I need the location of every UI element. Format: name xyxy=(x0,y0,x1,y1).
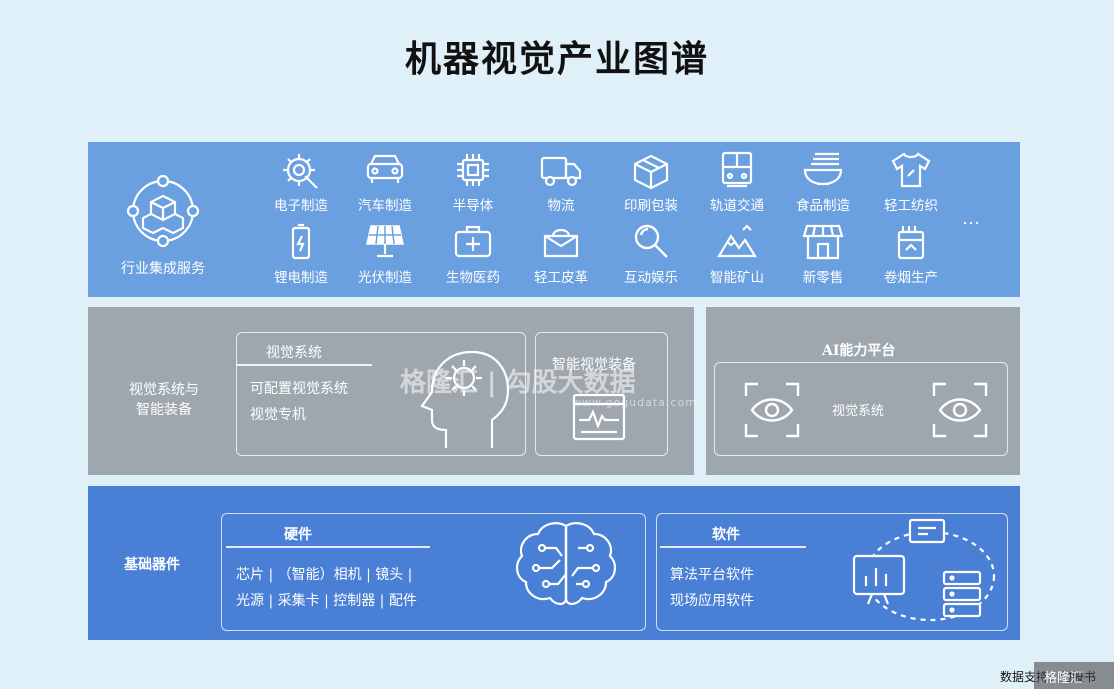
industry-item: 互动娱乐 xyxy=(606,222,696,286)
vision-section-label-line2: 智能装备 xyxy=(136,402,192,418)
corner-logo: 格隆汇 xyxy=(1034,662,1114,689)
basic-section-label: 基础器件 xyxy=(124,557,180,573)
eye-scan-icon xyxy=(744,382,800,438)
industry-item: 轻工皮革 xyxy=(516,222,606,286)
watermark-url: www.gogudata.com xyxy=(572,396,697,409)
industry-item: 卷烟生产 xyxy=(866,222,956,286)
industry-item-label: 半导体 xyxy=(452,198,494,214)
industry-item: 生物医药 xyxy=(428,222,518,286)
vision-system-box xyxy=(236,332,526,456)
industry-item-label: 汽车制造 xyxy=(358,198,412,214)
ai-platform-box xyxy=(714,362,1008,456)
software-line: 现场应用软件 xyxy=(670,593,754,609)
industry-band xyxy=(88,142,1020,297)
truck-icon xyxy=(540,156,582,187)
hardware-line: 光源 | 采集卡 | 控制器 | 配件 xyxy=(236,593,417,609)
industry-service-label: 行业集成服务 xyxy=(121,261,205,277)
hardware-underline xyxy=(226,546,430,548)
ai-platform-band xyxy=(706,307,1020,475)
gear-wrench-icon xyxy=(283,154,318,189)
industry-item: 印刷包装 xyxy=(606,150,696,214)
cubes-network-icon xyxy=(126,174,200,248)
monitor-waveform-icon xyxy=(572,393,626,441)
eye-scan-icon xyxy=(932,382,988,438)
industry-item-label: 食品制造 xyxy=(796,198,850,214)
package-icon xyxy=(633,154,669,190)
vision-system-title: 视觉系统 xyxy=(266,345,322,361)
industry-item: 智能矿山 xyxy=(692,222,782,286)
mountain-icon xyxy=(717,224,757,258)
software-box xyxy=(656,513,1008,631)
ai-center-label: 视觉系统 xyxy=(832,404,885,419)
industry-item-label: 新零售 xyxy=(802,270,844,286)
industry-item: 锂电制造 xyxy=(256,222,346,286)
smart-equipment-box xyxy=(535,332,668,456)
train-icon xyxy=(721,151,753,188)
industry-item: 食品制造 xyxy=(778,150,868,214)
industry-item-label: 印刷包装 xyxy=(624,198,678,214)
watermark: 格隆汇 | 勾股大数据 www.gogudata.com xyxy=(400,362,696,409)
smart-equipment-title: 智能视觉装备 xyxy=(552,357,636,373)
industry-item-label: 光伏制造 xyxy=(358,270,412,286)
page-title: 机器视觉产业图谱 xyxy=(404,39,709,80)
industry-item: 新零售 xyxy=(778,222,868,286)
more-ellipsis: … xyxy=(962,208,982,229)
industry-item-label: 轨道交通 xyxy=(710,198,764,214)
industry-item-label: 电子制造 xyxy=(274,198,328,214)
industry-item: 光伏制造 xyxy=(340,222,430,286)
car-icon xyxy=(366,154,404,183)
head-gear-icon xyxy=(420,350,510,448)
industry-item-label: 锂电制造 xyxy=(274,270,328,286)
noodle-bowl-icon xyxy=(803,152,843,186)
watermark-text: 格隆汇 | 勾股大数据 xyxy=(400,368,636,398)
storefront-icon xyxy=(802,224,844,260)
tshirt-icon xyxy=(891,152,931,188)
industry-item-label: 生物医药 xyxy=(446,270,500,286)
hardware-box xyxy=(221,513,646,631)
vision-section-label-line1: 视觉系统与 xyxy=(129,382,199,398)
vision-system-item: 视觉专机 xyxy=(250,407,306,423)
ai-platform-title: AI能力平台 xyxy=(822,343,896,359)
industry-item-label: 互动娱乐 xyxy=(624,270,678,286)
magnifier-icon xyxy=(634,224,668,258)
industry-item-label: 物流 xyxy=(547,198,575,214)
industry-item-label: 智能矿山 xyxy=(710,270,764,286)
circuit-brain-icon xyxy=(516,522,616,606)
cigarette-pack-icon xyxy=(897,226,925,260)
industry-item-label: 轻工纺织 xyxy=(884,198,938,214)
software-title: 软件 xyxy=(712,527,740,543)
vision-section-label: 视觉系统与 智能装备 xyxy=(120,380,208,420)
medical-kit-icon xyxy=(454,225,492,258)
solar-panel-icon xyxy=(366,225,404,258)
vision-system-underline xyxy=(236,364,372,366)
industry-item: 物流 xyxy=(516,150,606,214)
industry-item-label: 卷烟生产 xyxy=(884,270,938,286)
industry-item-label: 轻工皮革 xyxy=(534,270,588,286)
vision-system-item: 可配置视觉系统 xyxy=(250,381,348,397)
battery-icon xyxy=(291,223,311,260)
industry-item: 轻工纺织 xyxy=(866,150,956,214)
industry-item: 电子制造 xyxy=(256,150,346,214)
hardware-line: 芯片 | （智能）相机 | 镜头 | xyxy=(236,567,413,583)
software-cycle-icon xyxy=(852,518,996,622)
hardware-title: 硬件 xyxy=(284,527,312,543)
chip-icon xyxy=(457,154,489,186)
software-line: 算法平台软件 xyxy=(670,567,754,583)
handbag-icon xyxy=(543,228,579,258)
industry-item: 半导体 xyxy=(428,150,518,214)
industry-item: 汽车制造 xyxy=(340,150,430,214)
vision-band xyxy=(88,307,694,475)
software-underline xyxy=(660,546,806,548)
industry-item: 轨道交通 xyxy=(692,150,782,214)
